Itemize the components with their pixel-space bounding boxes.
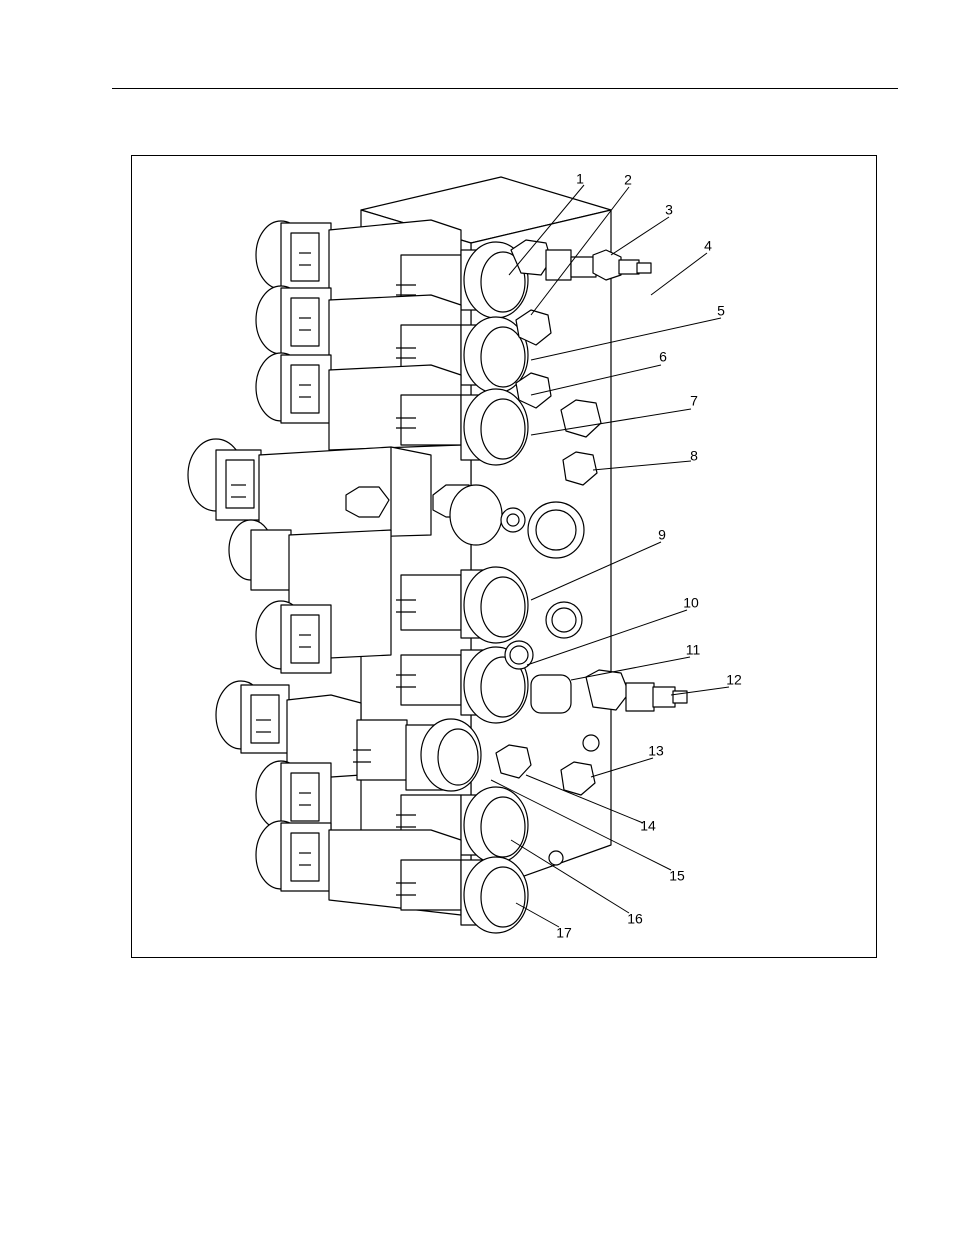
callout-label-17: 17 — [556, 925, 572, 941]
callout-label-7: 7 — [690, 393, 698, 409]
callout-label-1: 1 — [576, 171, 584, 187]
callout-label-16: 16 — [627, 911, 643, 927]
callout-label-2: 2 — [624, 172, 632, 188]
callout-label-14: 14 — [640, 818, 656, 834]
callout-label-13: 13 — [648, 743, 664, 759]
callout-leader-3 — [611, 217, 669, 255]
callout-label-3: 3 — [665, 202, 673, 218]
callout-label-11: 11 — [686, 642, 701, 658]
callout-label-6: 6 — [659, 349, 667, 365]
callout-label-5: 5 — [717, 303, 725, 319]
callout-label-15: 15 — [669, 868, 685, 884]
header-rule — [112, 88, 898, 89]
callout-label-8: 8 — [690, 448, 698, 464]
callout-leader-4 — [651, 253, 707, 295]
callout-label-12: 12 — [726, 672, 742, 688]
callout-label-9: 9 — [658, 527, 666, 543]
callout-label-4: 4 — [704, 238, 712, 254]
callout-label-10: 10 — [683, 595, 699, 611]
